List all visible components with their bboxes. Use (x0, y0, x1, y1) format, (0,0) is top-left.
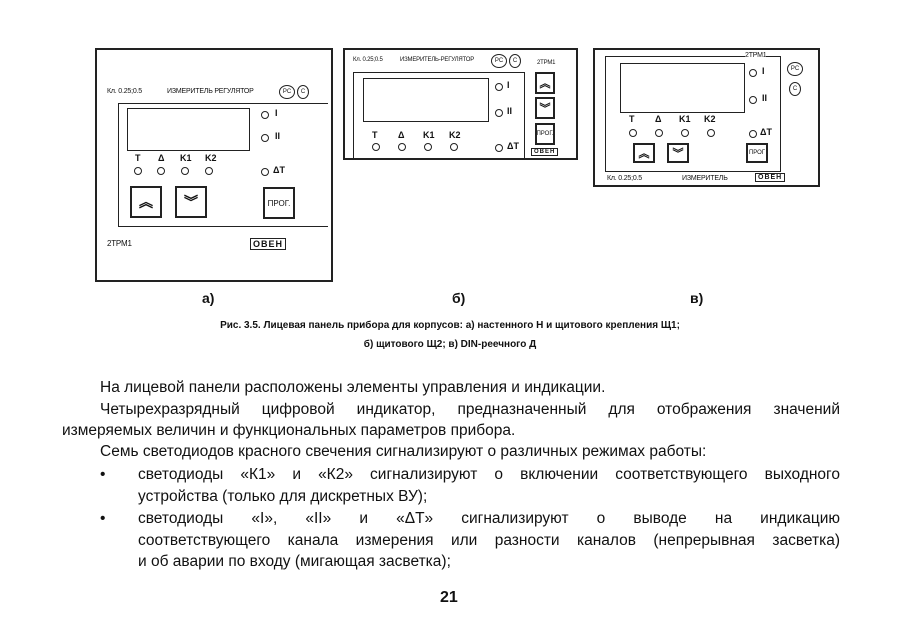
model-label: 2ТРМ1 (107, 239, 132, 248)
list-item: устройства (только для дискретных ВУ); (138, 488, 428, 505)
led-label: K1 (180, 153, 192, 163)
led-label: K2 (449, 130, 461, 140)
led-T (134, 167, 142, 175)
led-II (749, 96, 757, 104)
up-button[interactable]: ︽ (633, 143, 655, 163)
led-label: Δ (655, 114, 662, 124)
led-label: T (372, 130, 378, 140)
up-button[interactable]: ︽ (535, 72, 555, 94)
figure-label-a: а) (202, 290, 215, 306)
page-number: 21 (440, 589, 458, 606)
led-II (495, 109, 503, 117)
digital-display (127, 108, 250, 151)
led-I (495, 83, 503, 91)
led-dT (495, 144, 503, 152)
panel-a: Кл. 0.25;0.5 ИЗМЕРИТЕЛЬ РЕГУЛЯТОР PC C I… (95, 48, 333, 282)
up-button[interactable]: ︽ (130, 186, 162, 218)
led-label: I (275, 108, 278, 118)
class-label: Кл. 0.25;0.5 (607, 175, 642, 182)
panel-c: 2ТРМ1 PC C I II ΔT T Δ K1 K2 ︽ ︾ ПРОГ Кл… (593, 48, 820, 187)
led-I (749, 69, 757, 77)
led-delta (157, 167, 165, 175)
led-label: II (275, 131, 281, 141)
led-label: II (507, 106, 513, 116)
list-item: светодиоды «К1» и «К2» сигнализируют о в… (138, 466, 840, 483)
owen-logo: ОВЕН (755, 173, 786, 182)
led-label: ΔT (273, 165, 285, 175)
prog-button[interactable]: ПРОГ (746, 143, 768, 163)
down-button[interactable]: ︾ (175, 186, 207, 218)
figure-caption: Рис. 3.5. Лицевая панель прибора для кор… (220, 320, 680, 331)
panel-b: Кл. 0.25;0.5 ИЗМЕРИТЕЛЬ-РЕГУЛЯТОР PC C 2… (343, 48, 578, 160)
led-label: Δ (398, 130, 405, 140)
device-title: ИЗМЕРИТЕЛЬ-РЕГУЛЯТОР (400, 57, 474, 63)
digital-display (620, 63, 745, 113)
led-label: T (135, 153, 141, 163)
front-frame (605, 56, 781, 172)
led-T (372, 143, 380, 151)
led-K2 (450, 143, 458, 151)
paragraph: Семь светодиодов красного свечения сигна… (100, 443, 707, 460)
class-label: Кл. 0.25;0.5 (353, 57, 383, 63)
model-label: 2ТРМ1 (745, 52, 767, 59)
prog-button[interactable]: ПРОГ. (263, 187, 295, 219)
led-delta (398, 143, 406, 151)
digital-display (363, 78, 489, 122)
led-label: II (762, 93, 768, 103)
owen-logo: ОВЕН (531, 148, 559, 156)
led-T (629, 129, 637, 137)
bullet-icon: • (100, 466, 106, 483)
certification-seal-icon: PC (491, 54, 507, 68)
led-label: I (762, 66, 765, 76)
list-item: соответствующего канала измерения или ра… (138, 532, 840, 549)
certification-seal-icon: PC (279, 85, 295, 99)
model-label: 2ТРМ1 (537, 60, 556, 66)
device-title: ИЗМЕРИТЕЛЬ РЕГУЛЯТОР (167, 88, 254, 95)
front-frame (118, 103, 328, 227)
device-title: ИЗМЕРИТЕЛЬ (682, 175, 728, 182)
led-K1 (681, 129, 689, 137)
figure-caption: б) щитового Щ2; в) DIN-реечного Д (363, 339, 537, 350)
certification-seal-icon: C (297, 85, 309, 99)
prog-button[interactable]: ПРОГ. (535, 123, 555, 145)
certification-seal-icon: C (509, 54, 521, 68)
led-delta (655, 129, 663, 137)
led-K1 (181, 167, 189, 175)
led-label: Δ (158, 153, 165, 163)
led-I (261, 111, 269, 119)
led-dT (261, 168, 269, 176)
front-frame (353, 72, 525, 159)
down-button[interactable]: ︾ (667, 143, 689, 163)
list-item: и об аварии по входу (мигающая засветка)… (138, 553, 451, 570)
paragraph: На лицевой панели расположены элементы у… (100, 379, 606, 396)
led-label: T (629, 114, 635, 124)
figure-label-c: в) (690, 290, 704, 306)
certification-seal-icon: C (789, 82, 801, 96)
list-item: светодиоды «I», «II» и «ΔT» сигнализирую… (138, 510, 840, 527)
led-II (261, 134, 269, 142)
led-label: K1 (423, 130, 435, 140)
down-button[interactable]: ︾ (535, 97, 555, 119)
certification-seal-icon: PC (787, 62, 803, 76)
led-label: K1 (679, 114, 691, 124)
led-dT (749, 130, 757, 138)
class-label: Кл. 0.25;0.5 (107, 88, 142, 95)
figure-label-b: б) (452, 290, 466, 306)
led-K2 (205, 167, 213, 175)
led-label: ΔT (507, 141, 519, 151)
led-label: K2 (704, 114, 716, 124)
paragraph: измеряемых величин и функциональных пара… (62, 422, 516, 439)
bullet-icon: • (100, 510, 106, 527)
led-K2 (707, 129, 715, 137)
led-label: ΔT (760, 127, 772, 137)
led-K1 (424, 143, 432, 151)
led-label: I (507, 80, 510, 90)
led-label: K2 (205, 153, 217, 163)
owen-logo: ОВЕН (250, 238, 287, 250)
paragraph: Четырехразрядный цифровой индикатор, пре… (100, 401, 840, 418)
